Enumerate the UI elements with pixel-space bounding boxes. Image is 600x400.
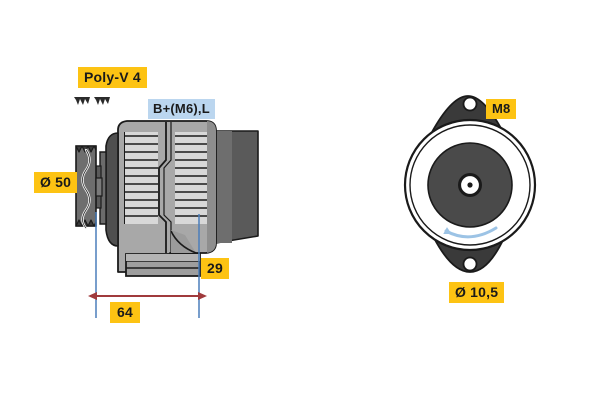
poly-v-pulley xyxy=(75,145,103,230)
shaft-centre xyxy=(467,182,473,188)
label-pulley-diameter: Ø 50 xyxy=(34,172,78,193)
label-terminal-b-plus: B+(M6),L xyxy=(148,99,215,119)
label-poly-v: Poly-V 4 xyxy=(78,67,147,88)
label-dimension-64: 64 xyxy=(110,302,140,323)
cooling-fins-right xyxy=(175,132,207,224)
cooling-fins-left xyxy=(124,132,158,224)
label-bolt-thread-m8: M8 xyxy=(486,99,517,119)
label-dimension-29: 29 xyxy=(201,258,229,279)
label-mount-hole-diameter: Ø 10,5 xyxy=(449,282,505,303)
poly-v-belt-profile-icon xyxy=(74,97,110,105)
end-view xyxy=(403,95,537,273)
rear-housing xyxy=(215,130,259,244)
dimension-extension-lines xyxy=(95,212,200,318)
rotation-direction-arrow-icon xyxy=(443,226,498,239)
mounting-foot xyxy=(125,253,201,277)
side-section-view xyxy=(74,97,259,318)
